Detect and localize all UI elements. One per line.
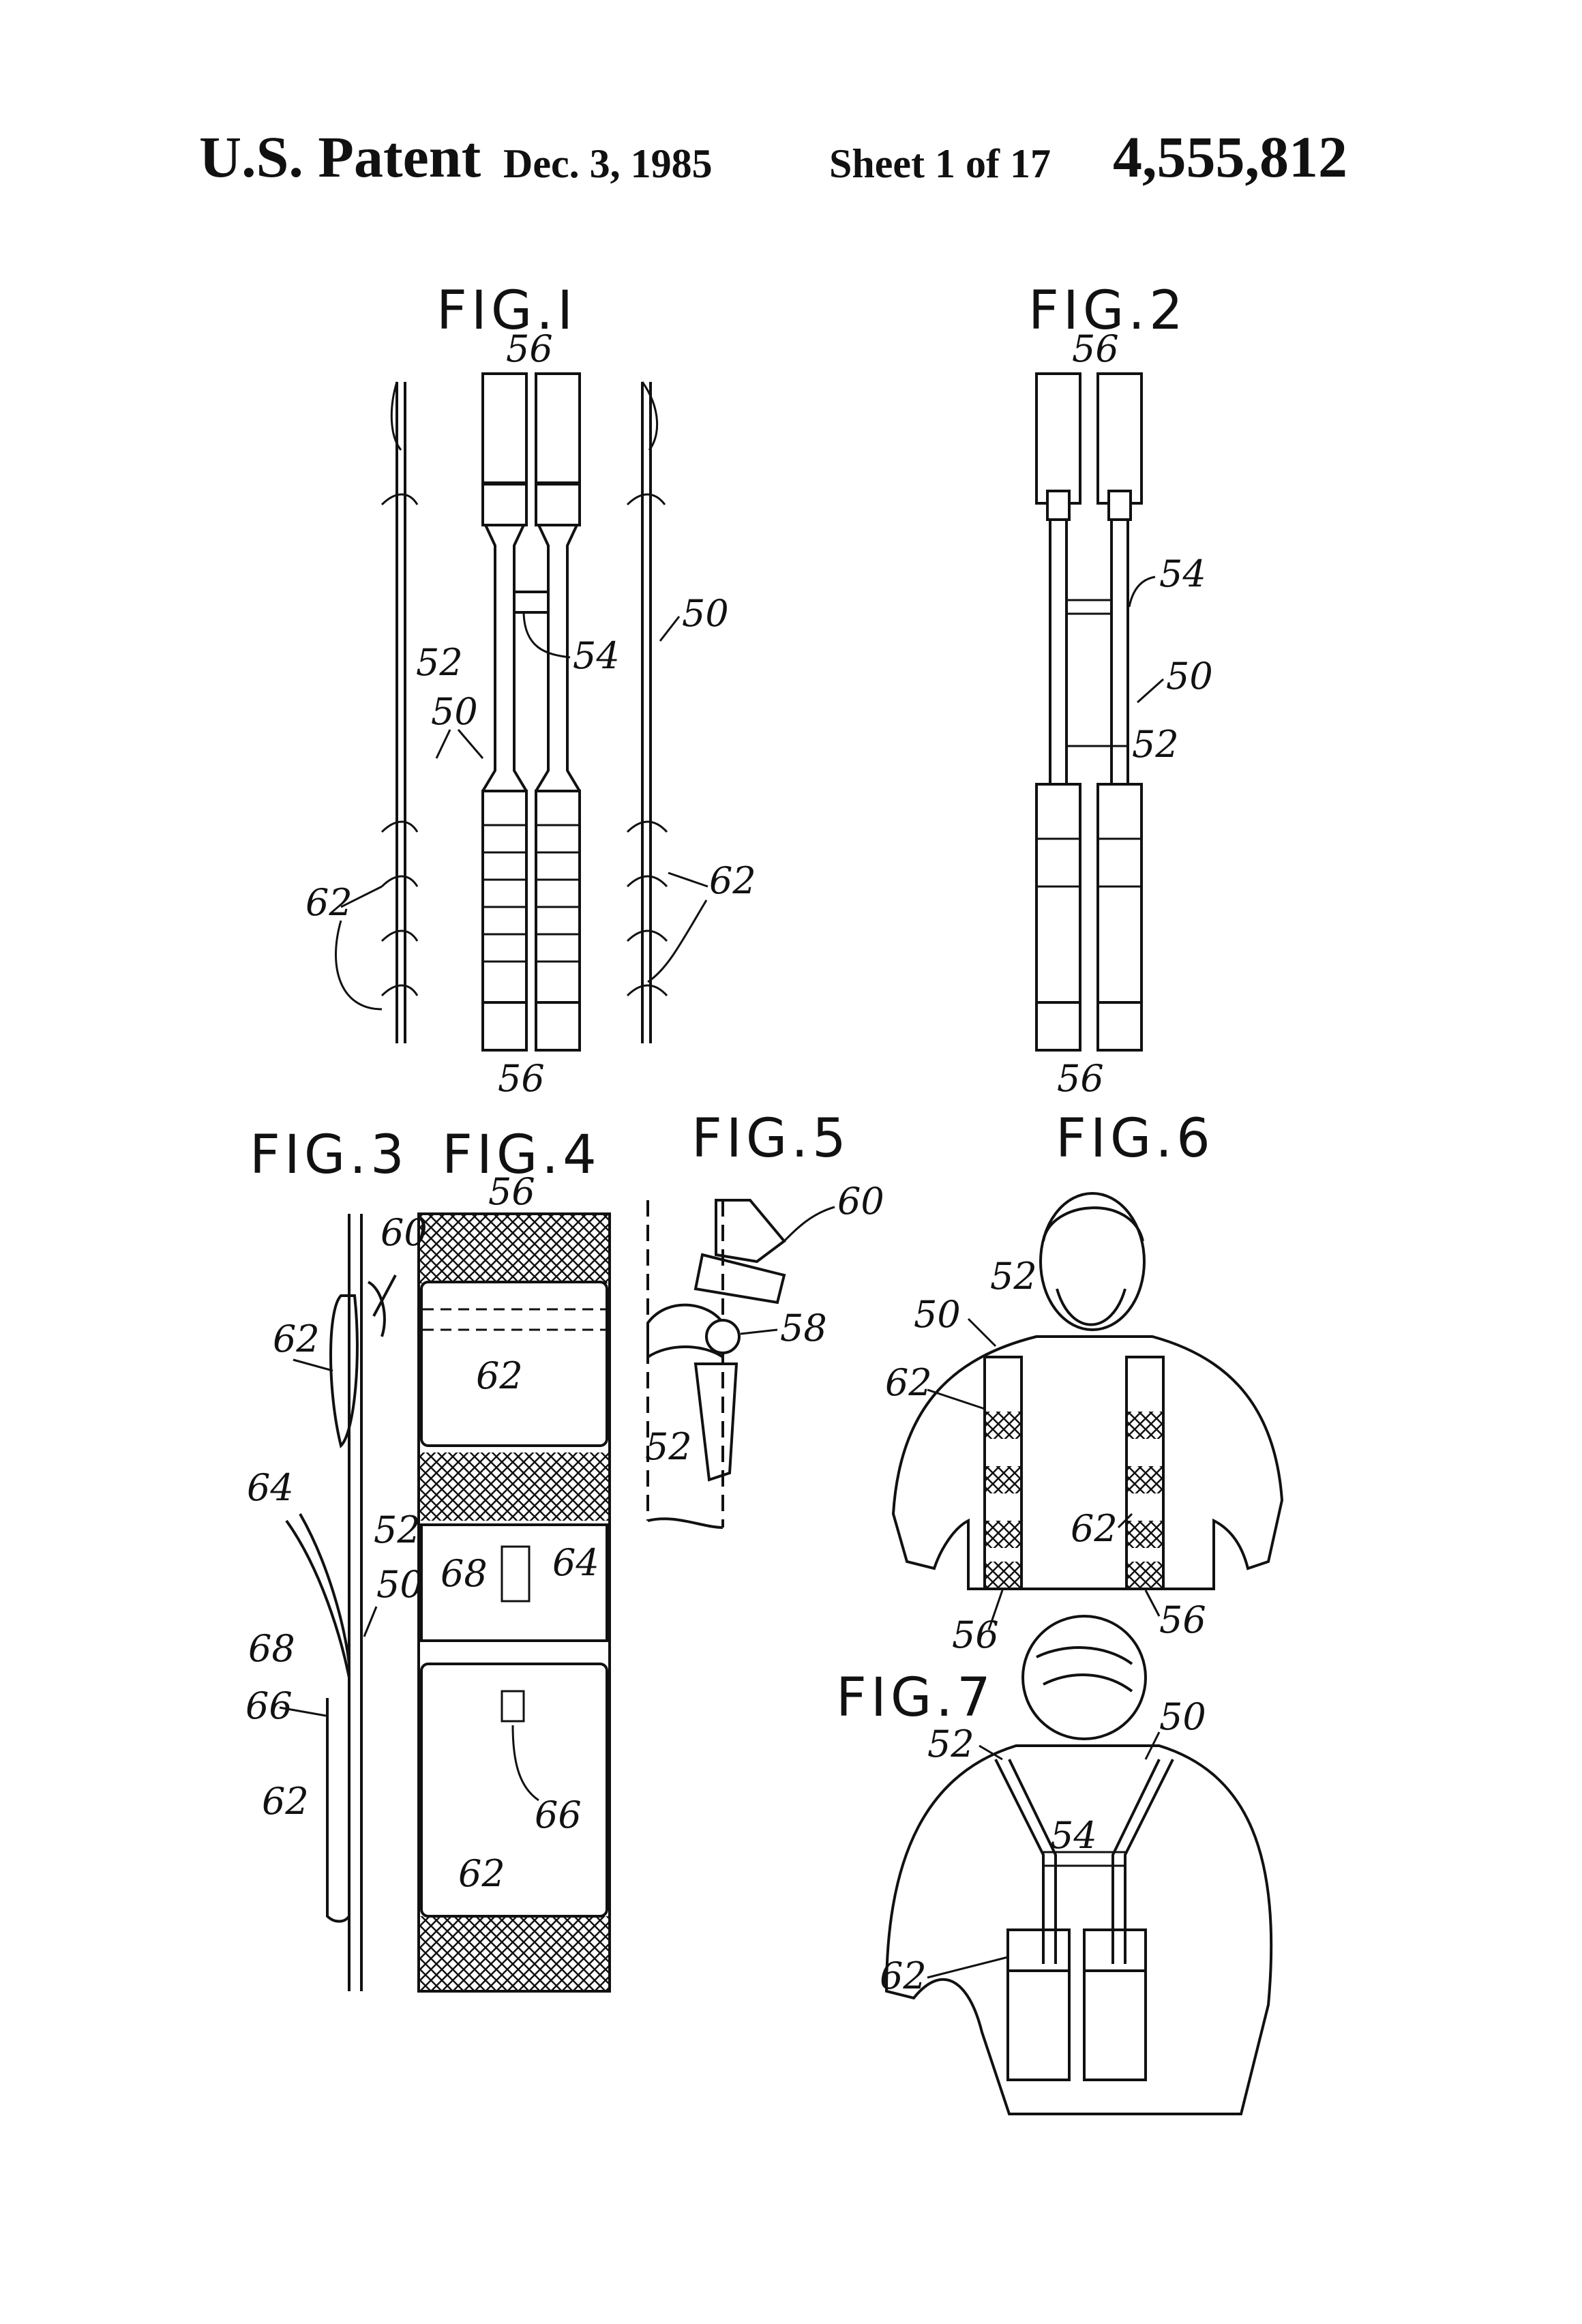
fig6-ref: 62 (1071, 1507, 1118, 1550)
fig2-ref: 50 (1166, 655, 1213, 698)
fig4-strap (417, 1212, 611, 1993)
fig1-ref: 50 (682, 592, 729, 635)
header-patent-number: 4,555,812 (1113, 124, 1347, 190)
fig1-ref: 56 (498, 1057, 545, 1100)
fig1-ref: 56 (506, 327, 553, 370)
fig5-ref: 60 (837, 1180, 884, 1223)
figure-3: FIG.3 60 62 64 52 50 68 66 62 (245, 1124, 428, 1991)
fig7-right-pack (1083, 1969, 1147, 2081)
figure-1: FIG.I (305, 280, 756, 1100)
fig4-pocket-62b (420, 1663, 608, 1918)
fig6-person-head (1039, 1192, 1146, 1331)
figure-7: FIG.7 52 50 54 62 (836, 1615, 1273, 2115)
fig7-ref: 52 (927, 1723, 974, 1766)
fig6-ref: 62 (885, 1361, 932, 1404)
fig3-ref: 68 (248, 1627, 295, 1670)
fig5-ref: 52 (645, 1425, 692, 1468)
fig6-person-torso (891, 1335, 1284, 1590)
fig3-ref: 52 (374, 1508, 421, 1551)
fig2-ref: 54 (1159, 552, 1206, 595)
fig7-label: FIG.7 (836, 1667, 995, 1729)
fig3-ref: 62 (262, 1780, 309, 1823)
fig3-ref: 64 (247, 1466, 294, 1509)
figure-6: FIG.6 52 50 62 62 56 (885, 1108, 1284, 1656)
fig6-ref: 52 (990, 1255, 1037, 1298)
header-patent-kind: U.S. Patent (199, 124, 481, 190)
fig1-ref: 50 (431, 690, 478, 733)
fig7-ref: 62 (880, 1954, 927, 1997)
fig7-person-head (1021, 1615, 1147, 1740)
fig1-ref: 62 (709, 859, 756, 902)
fig7-ref: 54 (1050, 1814, 1097, 1857)
fig3-ref: 62 (273, 1317, 320, 1360)
fig1-ref: 62 (305, 881, 353, 924)
fig4-ref: 62 (458, 1852, 505, 1895)
figure-5: FIG.5 60 58 52 (645, 1108, 884, 1529)
figure-2: FIG.2 56 54 50 52 56 (1028, 280, 1213, 1100)
fig1-left-pockets (380, 820, 419, 997)
fig1-label: FIG.I (436, 280, 577, 342)
fig4-ref: 68 (441, 1552, 488, 1595)
fig7-left-pack (1006, 1969, 1071, 2081)
figure-4: FIG.4 56 62 68 64 66 62 (417, 1124, 611, 1993)
fig3-strap (348, 1214, 363, 1991)
fig5-ref: 58 (780, 1307, 827, 1350)
fig7-ref: 50 (1159, 1695, 1206, 1738)
fig4-pocket-64 (420, 1523, 608, 1642)
fig2-ref: 56 (1072, 327, 1119, 370)
fig4-label: FIG.4 (442, 1124, 601, 1186)
fig1-left-side-strap (395, 382, 406, 1043)
fig1-right-side-strap (641, 382, 652, 1043)
fig7-person-back (884, 1744, 1273, 2115)
fig6-label: FIG.6 (1056, 1108, 1214, 1170)
fig5-label: FIG.5 (691, 1108, 850, 1170)
fig1-front-straps (481, 372, 581, 1052)
fig6-ref: 56 (1159, 1598, 1206, 1641)
fig3-label: FIG.3 (250, 1124, 408, 1186)
fig2-label: FIG.2 (1028, 280, 1187, 342)
fig2-ref: 56 (1057, 1057, 1104, 1100)
fig3-ref: 50 (376, 1563, 423, 1606)
header-date: Dec. 3, 1985 (503, 141, 713, 186)
fig4-pocket-62 (420, 1281, 608, 1447)
fig4-ref: 64 (552, 1541, 599, 1584)
fig1-ref: 54 (573, 634, 620, 677)
fig4-ref: 56 (488, 1170, 535, 1213)
fig6-ref: 50 (914, 1293, 961, 1336)
fig3-ref: 66 (245, 1684, 293, 1727)
fig1-ref: 52 (416, 641, 463, 684)
fig1-right-pockets (626, 820, 668, 997)
fig2-ref: 52 (1132, 723, 1179, 766)
fig4-ref: 66 (535, 1793, 582, 1836)
header-sheet: Sheet 1 of 17 (829, 141, 1051, 186)
fig4-ref: 62 (476, 1354, 523, 1397)
